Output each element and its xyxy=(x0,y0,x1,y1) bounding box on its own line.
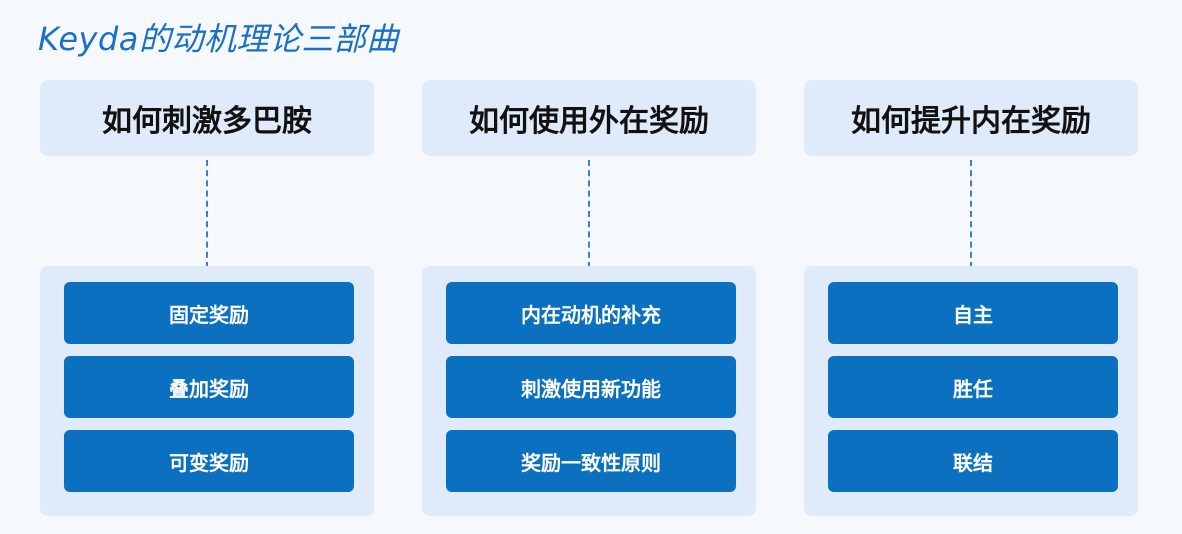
dashed-connector xyxy=(588,160,590,268)
item-box: 叠加奖励 xyxy=(64,356,354,418)
column-intrinsic-reward: 如何提升内在奖励 自主 胜任 联结 xyxy=(804,80,1138,520)
diagram-title: Keyda的动机理论三部曲 xyxy=(38,20,399,58)
item-box: 可变奖励 xyxy=(64,430,354,492)
column-dopamine: 如何刺激多巴胺 固定奖励 叠加奖励 可变奖励 xyxy=(40,80,374,520)
item-box: 内在动机的补充 xyxy=(446,282,736,344)
column-header: 如何刺激多巴胺 xyxy=(40,80,374,156)
item-box: 自主 xyxy=(828,282,1118,344)
column-extrinsic-reward: 如何使用外在奖励 内在动机的补充 刺激使用新功能 奖励一致性原则 xyxy=(422,80,756,520)
item-box: 联结 xyxy=(828,430,1118,492)
column-body: 内在动机的补充 刺激使用新功能 奖励一致性原则 xyxy=(422,266,756,516)
item-box: 固定奖励 xyxy=(64,282,354,344)
dashed-connector xyxy=(206,160,208,268)
column-body: 自主 胜任 联结 xyxy=(804,266,1138,516)
item-box: 刺激使用新功能 xyxy=(446,356,736,418)
item-box: 胜任 xyxy=(828,356,1118,418)
column-header: 如何提升内在奖励 xyxy=(804,80,1138,156)
column-body: 固定奖励 叠加奖励 可变奖励 xyxy=(40,266,374,516)
item-box: 奖励一致性原则 xyxy=(446,430,736,492)
column-header: 如何使用外在奖励 xyxy=(422,80,756,156)
dashed-connector xyxy=(970,160,972,268)
